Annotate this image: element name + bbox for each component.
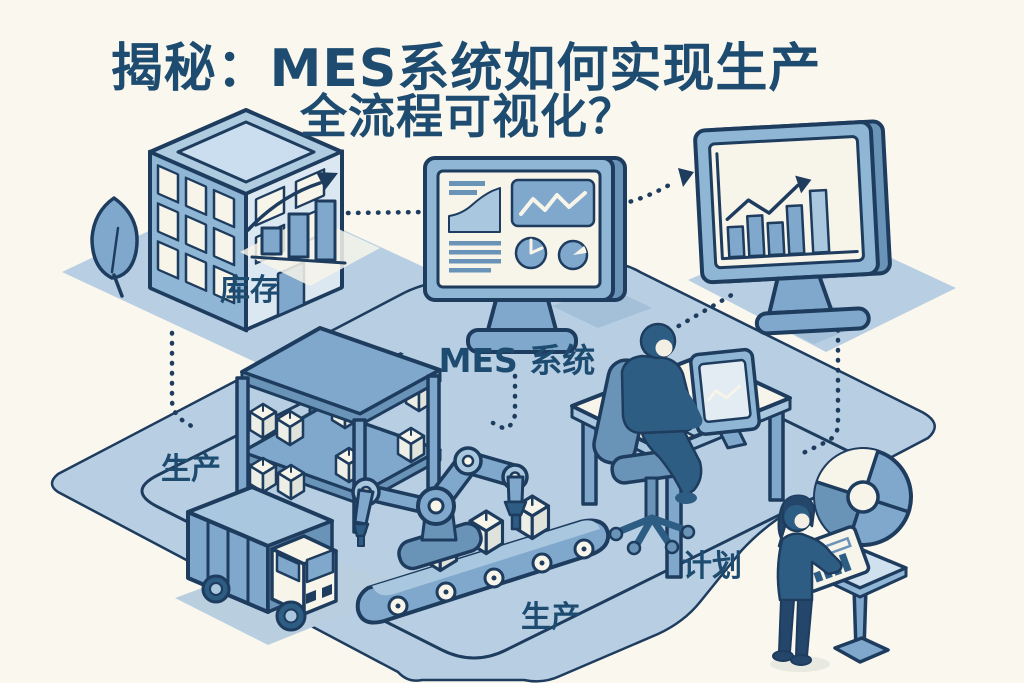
production-label-bottom: 生产	[521, 600, 581, 635]
warehouse-rack	[235, 326, 442, 534]
trend-arrowhead-icon	[316, 172, 338, 190]
inventory-label: 库存	[220, 273, 280, 308]
page-title-line2: 全流程可视化？	[299, 90, 636, 145]
mini-chart-icon	[707, 384, 741, 402]
production-label-left: 生产	[161, 452, 221, 487]
trend-line-icon	[725, 183, 800, 222]
standing-worker	[772, 494, 843, 666]
growth-chart-icon	[240, 172, 380, 286]
desk-monitor	[689, 347, 761, 450]
analytics-monitor	[693, 119, 892, 336]
dotted-connector-mes-analytics	[618, 178, 679, 207]
monitor-stand	[486, 298, 558, 332]
dotted-connector-inventory-mes	[345, 209, 427, 216]
arrowhead-icon	[678, 168, 694, 187]
conveyor-belt	[355, 494, 611, 625]
mes-monitor	[423, 156, 627, 354]
delivery-truck	[186, 485, 338, 632]
dotted-connector-inventory-floor	[169, 330, 199, 432]
monitor-base	[754, 306, 871, 336]
page-title-line1: 揭秘：MES系统如何实现生产	[111, 39, 822, 99]
pie-chart-bubble	[813, 447, 913, 557]
worker-torso	[776, 532, 843, 602]
monitor-stand	[767, 274, 834, 316]
truck-cab	[270, 534, 338, 616]
tree-icon	[90, 196, 139, 298]
monitor-base	[466, 328, 578, 354]
area-chart-icon	[448, 187, 501, 233]
planning-label: 计划	[682, 549, 742, 584]
seated-worker	[620, 322, 703, 504]
mes-system-label: MES 系统	[439, 341, 596, 380]
dotted-connector-desk-up	[667, 290, 738, 334]
mes-monitor-shadow	[552, 286, 652, 328]
robot-arm	[351, 446, 529, 571]
line-chart-icon	[519, 191, 587, 216]
trend-arrowhead-icon	[795, 175, 812, 194]
